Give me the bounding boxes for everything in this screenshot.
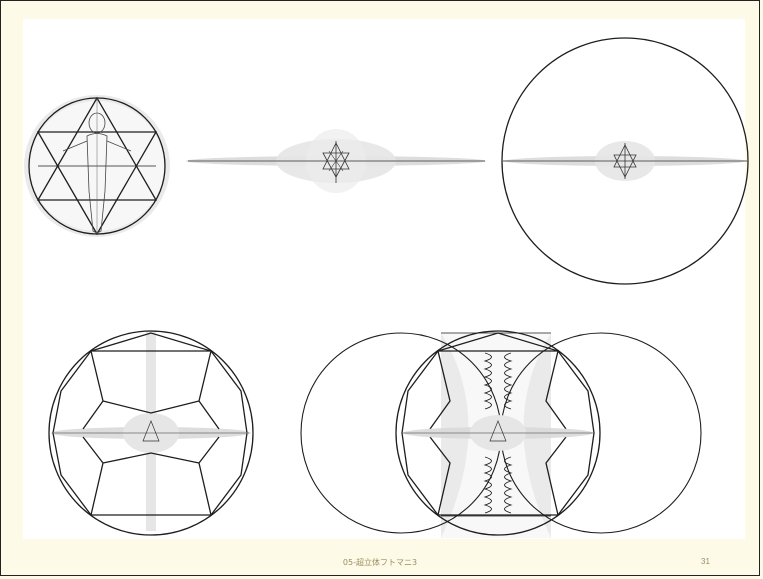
panel-flattened-figure [186, 129, 486, 193]
page-number: 31 [701, 557, 710, 566]
panel-polyhedron [49, 331, 253, 535]
panel-vesica-polyhedron [301, 331, 701, 538]
panel-large-circle [502, 38, 748, 284]
footer-title: 05-超立体フトマニ3 [1, 557, 759, 568]
panel-star-figure [27, 98, 167, 234]
